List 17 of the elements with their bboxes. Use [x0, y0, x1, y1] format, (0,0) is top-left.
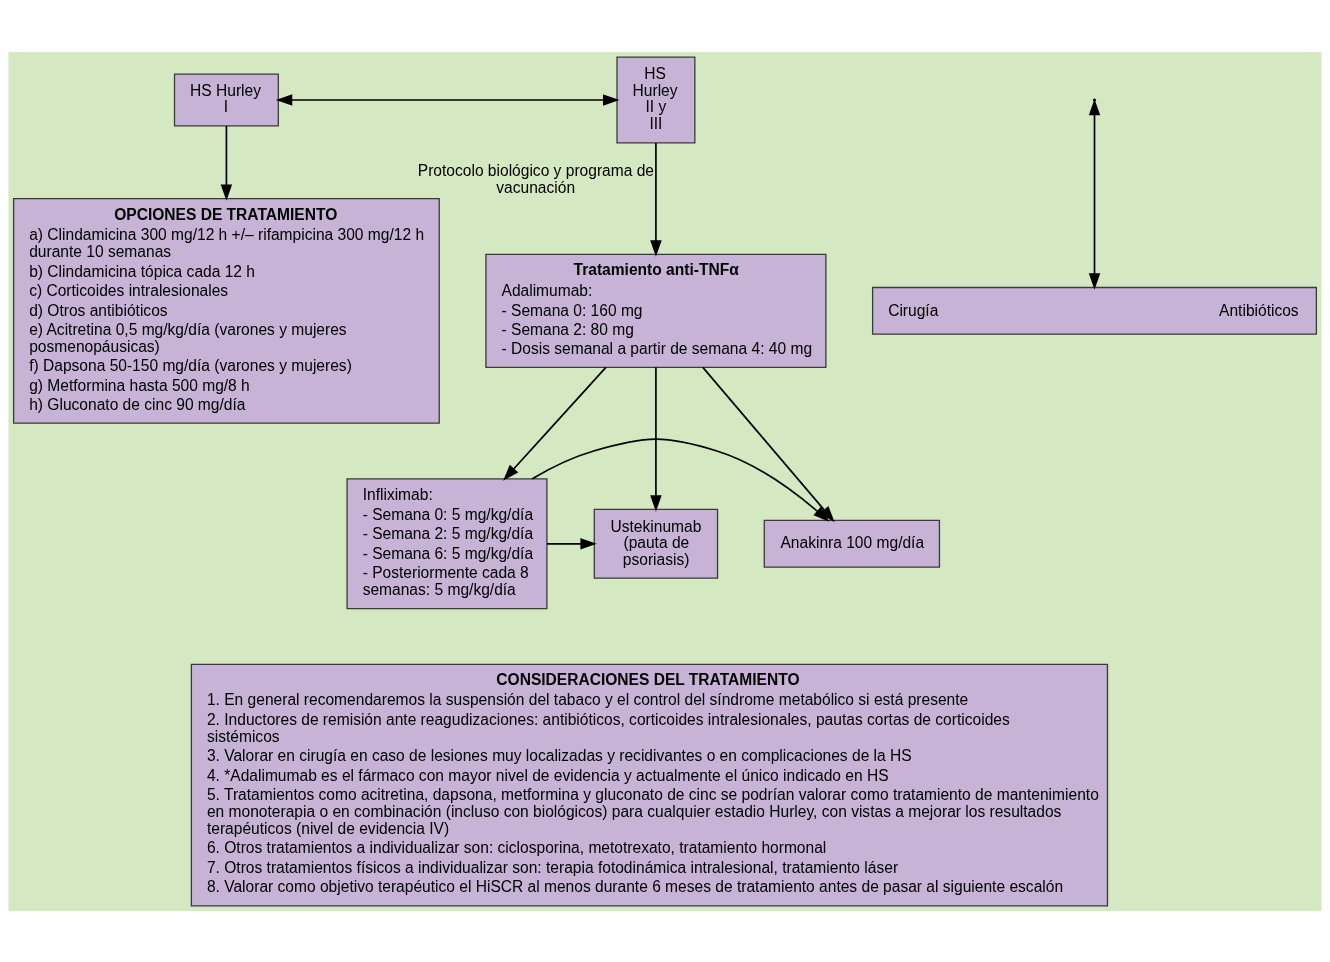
- arrow: [275, 93, 620, 106]
- arrow: [503, 366, 607, 481]
- node-box: Tratamiento anti-TNFα Adalimumab: - Semana 0: 160 mg - Semana 2: 80 mg - Dosis semanal a partir de semana 4: 40 mg: [485, 253, 827, 368]
- node-box: Ustekinumab (pauta de psoriasis): [593, 508, 719, 579]
- node-box: CONSIDERACIONES DEL TRATAMIENTO 1. En general recomendaremos la suspensión del tabaco y el control del síndrome metabólico si está presente 2. Inductores de remisión ante reagudizaciones: antibióticos, corticoides intralesionales, pautas cortas de corticoides sistémicos 3. Valorar en cirugía en caso de lesiones muy localizadas y recidivantes o en complicaciones de la HS 4. *Adalimumab es el fármaco con mayor nivel de evidencia y actualmente el único indicado en HS 5. Tratamientos como acitretina, dapsona, metformina y gluconato de cinc se podrían valorar como tratamiento de mantenimiento en monoterapia o en combinación (incluso con biológicos) para cualquier estadio Hurley, con vistas a mejorar los resultados terapéuticos (nivel de evidencia IV) 6. Otros tratamientos a individualizar son: ciclosporina, metotrexato, tratamiento hormonal 7. Otros tratamientos físicos a individualizar son: terapia fotodinámica intralesional, tratamiento láser 8. Valorar como objetivo terapéutico el HiSCR al menos durante 6 meses de tratamiento antes de pasar al siguiente escalón: [190, 663, 1109, 906]
- arrow: [546, 537, 597, 550]
- node-box: Anakinra 100 mg/día: [763, 519, 941, 568]
- arrow: [650, 141, 662, 257]
- arrow: [531, 437, 830, 522]
- node-box: HS Hurley II y III: [616, 56, 696, 143]
- node-box: Cirugía Antibióticos: [871, 286, 1318, 335]
- node-box: HS Hurley I: [173, 72, 279, 127]
- node-box: Infliximab: - Semana 0: 5 mg/kg/día - Semana 2: 5 mg/kg/día - Semana 6: 5 mg/kg/día - Posteriormente cada 8 semanas: 5 mg/kg/día: [346, 477, 548, 609]
- arrow: [650, 366, 662, 512]
- edge-label: Protocolo biológico y programa de vacunación: [417, 161, 654, 196]
- node-box: OPCIONES DE TRATAMIENTO a) Clindamicina 300 mg/12 h +/– rifampicina 300 mg/12 h durante 10 semanas b) Clindamicina tópica cada 12 h c) Corticoides intralesionales d) Otros antibióticos e) Acitretina 0,5 mg/kg/día (varones y mujeres posmenopáusicas) f) Dapsona 50-150 mg/día (varones y mujeres) g) Metformina hasta 500 mg/8 h h) Gluconato de cinc 90 mg/día: [12, 197, 440, 424]
- arrow: [220, 124, 233, 201]
